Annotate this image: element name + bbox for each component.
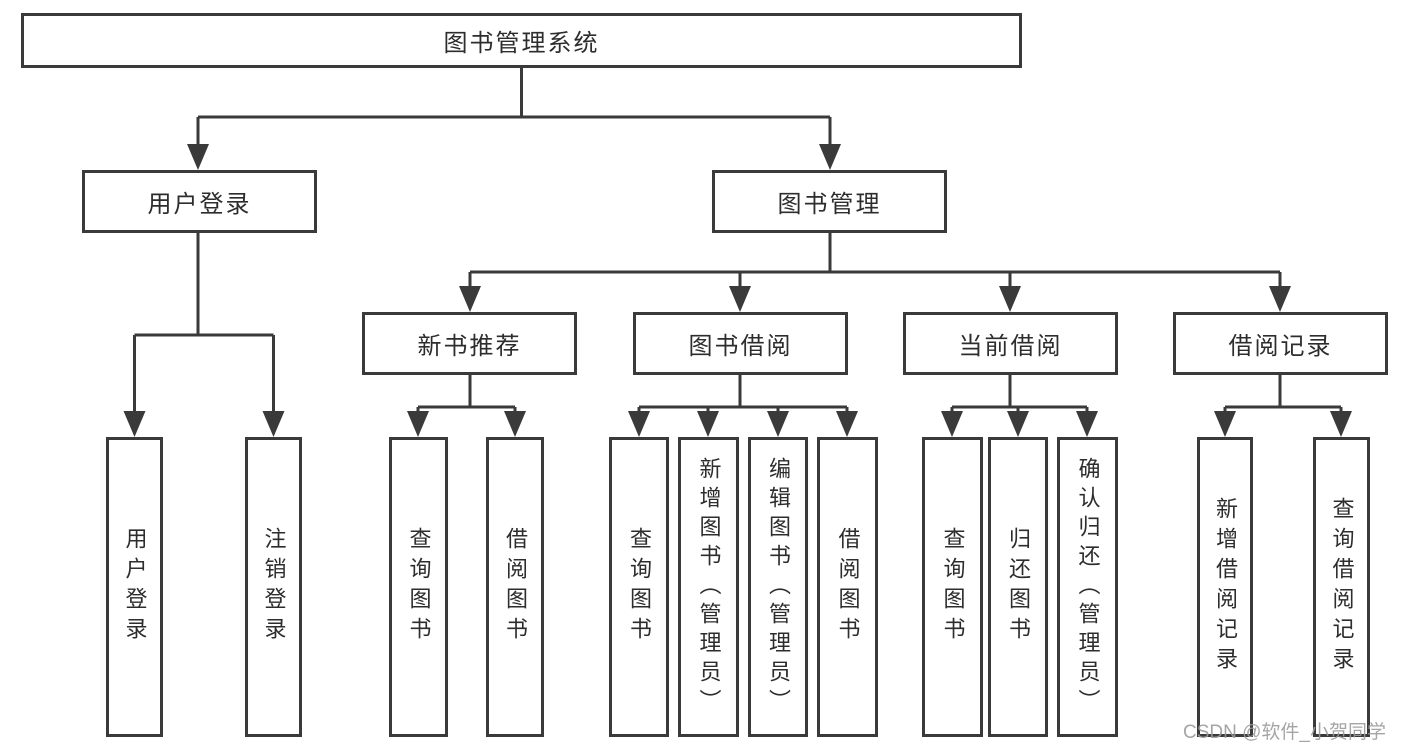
leaf-add-borrow-record: 新增借阅记录 (1197, 437, 1253, 737)
leaf-query-books-current: 查询图书 (922, 437, 983, 737)
node-label: 查询图书 (406, 527, 432, 647)
node-label: 查询借阅记录 (1329, 497, 1355, 677)
leaf-borrow-books-recommend: 借阅图书 (486, 437, 544, 737)
node-library-management-system: 图书管理系统 (21, 13, 1022, 68)
leaf-edit-books-admin: 编辑图书（管理员） (748, 437, 808, 737)
node-book-borrow: 图书借阅 (633, 312, 848, 375)
node-label: 借阅图书 (503, 527, 528, 647)
node-user-login: 用户登录 (82, 170, 317, 233)
node-borrow-records: 借阅记录 (1173, 312, 1388, 375)
leaf-logout-login: 注销登录 (245, 437, 302, 737)
leaf-add-books-admin: 新增图书（管理员） (678, 437, 739, 737)
node-label: 图书管理系统 (443, 30, 600, 57)
leaf-query-books-recommend: 查询图书 (389, 437, 448, 737)
node-label: 查询图书 (627, 527, 652, 647)
node-label: 图书管理 (777, 191, 882, 218)
node-label: 图书借阅 (688, 333, 793, 360)
csdn-watermark: CSDN @软件_小贺同学 (1183, 722, 1386, 743)
node-label: 新增图书（管理员） (696, 456, 722, 718)
leaf-user-login: 用户登录 (106, 437, 163, 737)
node-label: 用户登录 (147, 191, 252, 218)
leaf-borrow-books: 借阅图书 (817, 437, 878, 737)
node-label: 当前借阅 (958, 333, 1063, 360)
node-label: 用户登录 (122, 527, 148, 647)
node-new-book-recommend: 新书推荐 (362, 312, 577, 375)
leaf-query-borrow-record: 查询借阅记录 (1313, 437, 1370, 737)
node-label: 新增借阅记录 (1213, 497, 1238, 677)
node-label: 归还图书 (1006, 527, 1031, 647)
leaf-return-books: 归还图书 (988, 437, 1048, 737)
node-book-management: 图书管理 (712, 170, 947, 233)
node-current-borrow: 当前借阅 (903, 312, 1118, 375)
node-label: 查询图书 (940, 527, 966, 647)
node-label: 新书推荐 (417, 333, 522, 360)
leaf-query-books-borrow: 查询图书 (609, 437, 669, 737)
node-label: 确认归还（管理员） (1075, 456, 1101, 718)
node-label: 编辑图书（管理员） (766, 456, 791, 718)
node-label: 注销登录 (261, 527, 287, 647)
node-label: 借阅记录 (1228, 333, 1333, 360)
node-label: 借阅图书 (835, 527, 861, 647)
leaf-confirm-return-admin: 确认归还（管理员） (1057, 437, 1118, 737)
